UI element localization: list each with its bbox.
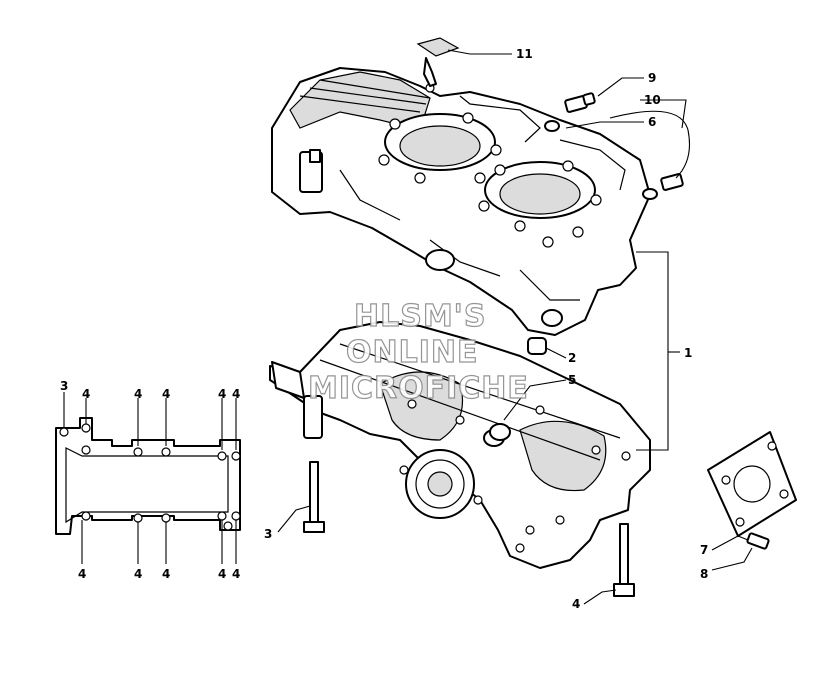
callout-4-g3: 4 — [162, 387, 170, 401]
watermark-line-3: MICROFICHE — [308, 371, 529, 406]
upper-crankcase — [271, 67, 651, 336]
part-10-fitting — [642, 173, 684, 200]
leader-lines — [63, 49, 753, 605]
hose-line — [609, 110, 691, 179]
part-3-gasket — [55, 417, 241, 535]
callout-8: 8 — [700, 567, 708, 581]
callout-11: 11 — [516, 47, 533, 61]
part-11-cap — [416, 37, 460, 87]
lower-crankcase — [269, 321, 651, 569]
part-7-flange-gasket — [707, 431, 797, 537]
part-9-fitting — [544, 92, 596, 132]
callout-3-gasket: 3 — [60, 379, 68, 393]
callout-4-bolt: 4 — [572, 597, 580, 611]
callout-9: 9 — [648, 71, 656, 85]
callout-2: 2 — [568, 351, 576, 365]
callout-1: 1 — [684, 346, 692, 360]
callout-4-g5: 4 — [232, 387, 240, 401]
part-4-bolt — [613, 523, 635, 597]
part-2-dowel — [527, 337, 547, 355]
part-3-bolt — [303, 461, 325, 533]
callouts: 11 9 10 6 1 2 5 3 4 7 8 3 4 4 4 4 4 4 4 … — [60, 47, 708, 611]
callout-6: 6 — [648, 115, 656, 129]
callout-10: 10 — [644, 93, 661, 107]
callout-7: 7 — [700, 543, 708, 557]
callout-4-g10: 4 — [232, 567, 240, 581]
part-5-seal — [483, 423, 511, 447]
callout-4-g6: 4 — [78, 567, 86, 581]
watermark-line-1: HLSM'S — [354, 299, 486, 334]
callout-4-g9: 4 — [218, 567, 226, 581]
watermark: HLSM'S ONLINE MICROFICHE — [307, 298, 529, 406]
callout-4-g2: 4 — [134, 387, 142, 401]
callout-4-g8: 4 — [162, 567, 170, 581]
watermark-line-2: ONLINE — [346, 335, 479, 370]
part-8-bolt — [746, 532, 770, 550]
callout-3-bolt: 3 — [264, 527, 272, 541]
callout-5: 5 — [568, 373, 576, 387]
callout-4-g7: 4 — [134, 567, 142, 581]
callout-4-g1: 4 — [82, 387, 90, 401]
callout-4-g4: 4 — [218, 387, 226, 401]
